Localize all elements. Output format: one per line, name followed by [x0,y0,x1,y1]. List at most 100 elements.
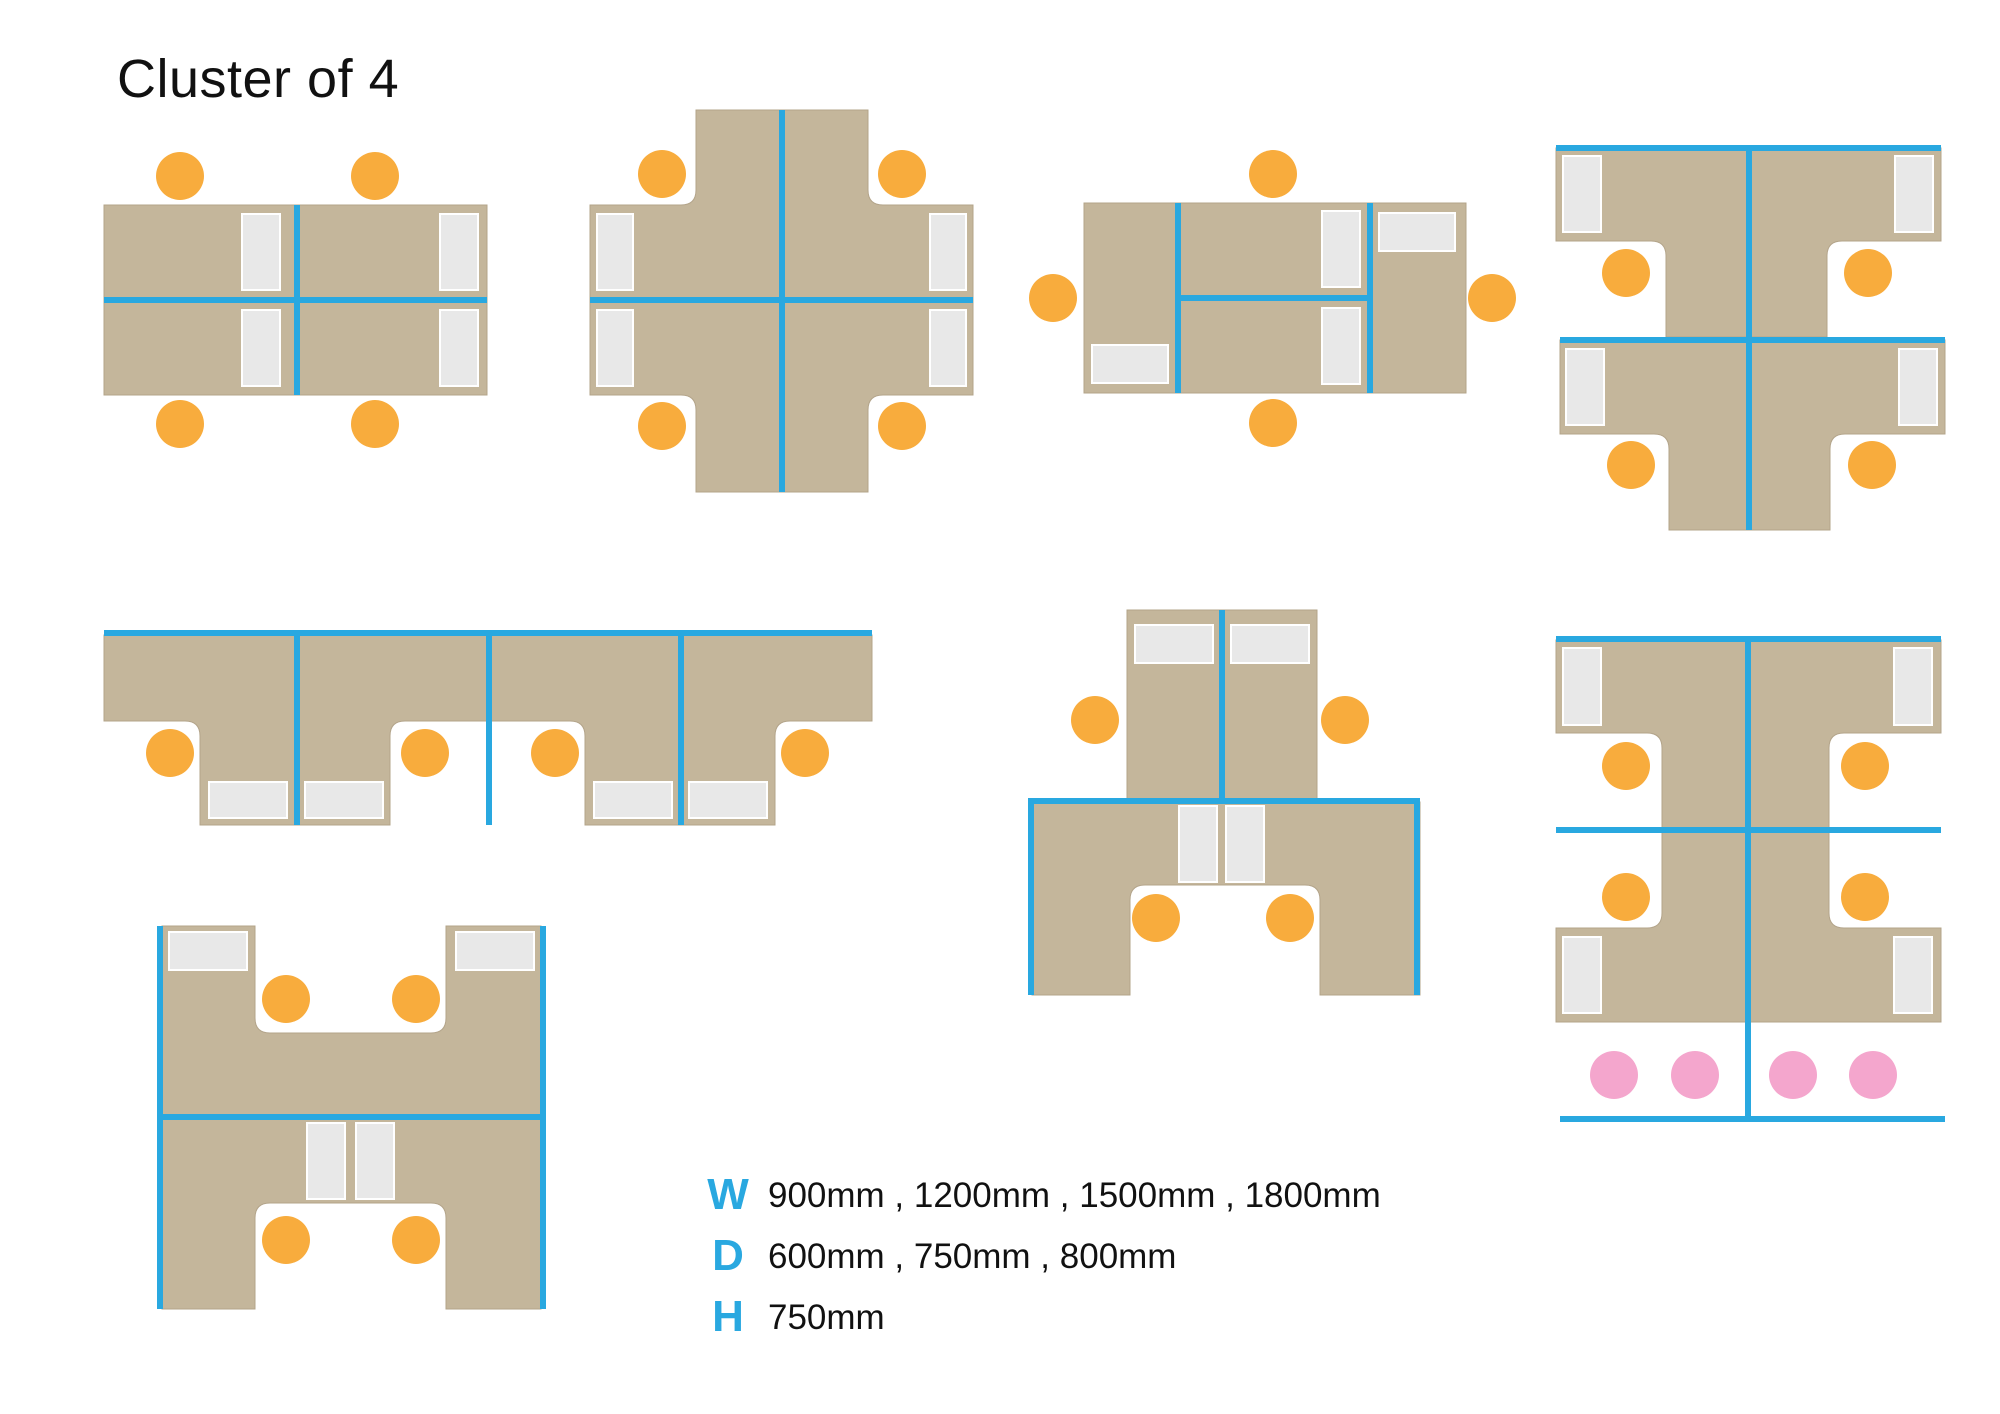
storage-unit [168,931,248,971]
storage-unit [1321,307,1361,385]
chair [392,975,440,1023]
dimension-letter: H [712,1292,744,1341]
storage-unit [929,309,967,387]
chair [1132,894,1180,942]
chair [1029,274,1077,322]
chair [531,729,579,777]
chair [781,729,829,777]
storage-unit [355,1122,395,1200]
storage-unit [929,213,967,291]
partition-panel [1028,798,1034,995]
layout-double-t-workstation [1555,145,1946,531]
chair [638,150,686,198]
storage-unit [1893,936,1933,1014]
partition-panel [678,630,684,825]
storage-unit [1178,805,1218,883]
chair [1266,894,1314,942]
storage-unit [1321,210,1361,288]
chair [351,152,399,200]
stool [1590,1051,1638,1099]
partition-panel [486,630,492,825]
layout-four-desk-block [103,152,488,448]
dimension-value: 600mm , 750mm , 800mm [768,1237,1177,1276]
desk-surface [161,925,542,1118]
storage-unit [1562,155,1602,233]
chair [1848,441,1896,489]
storage-unit [596,213,634,291]
chair [1071,696,1119,744]
storage-unit [1894,155,1934,233]
chair [392,1216,440,1264]
page-title: Cluster of 4 [117,49,400,109]
storage-unit [1562,936,1602,1014]
dimension-value: 750mm [768,1298,885,1337]
dimension-value: 900mm , 1200mm , 1500mm , 1800mm [768,1176,1381,1215]
chair [878,402,926,450]
chair [1841,873,1889,921]
layout-linear-l-workstation [103,630,873,826]
desk-surface [1559,339,1946,531]
storage-unit [1378,212,1456,252]
storage-unit [304,781,384,819]
partition-panel [1745,636,1751,1122]
chair [146,729,194,777]
storage-unit [241,213,281,291]
layout-double-u-workstation [157,925,546,1310]
partition-panel [1746,145,1752,530]
storage-unit [688,781,768,819]
storage-unit [1091,344,1169,384]
chair [1841,742,1889,790]
partition-panel [590,297,973,303]
chair [878,150,926,198]
partition-panel [104,297,487,303]
storage-unit [1565,348,1605,426]
dimension-letter: D [712,1231,744,1280]
storage-unit [1898,348,1938,426]
storage-unit [306,1122,346,1200]
storage-unit [455,931,535,971]
partition-panel [157,1114,546,1120]
chair [1844,249,1892,297]
partition-panel [1175,295,1373,301]
layout-pinwheel-workstation [1029,150,1516,447]
partition-panel [1560,1116,1945,1122]
stool [1769,1051,1817,1099]
stool [1671,1051,1719,1099]
storage-unit [1225,805,1265,883]
layout-u-with-pair-workstation [1028,609,1421,996]
storage-unit [1562,647,1602,726]
chair [351,400,399,448]
dimension-letter: W [707,1170,749,1219]
storage-unit [593,781,673,819]
storage-unit [241,309,281,387]
layout-double-t-with-stools [1555,636,1945,1122]
chair [1607,441,1655,489]
desk-surface [161,1116,542,1310]
chair [262,1216,310,1264]
stool [1849,1051,1897,1099]
chair [1468,274,1516,322]
chair [262,975,310,1023]
chair [1602,742,1650,790]
chair [1602,873,1650,921]
chair [1249,150,1297,198]
partition-panel [1560,337,1945,343]
desk-surface [1031,801,1421,996]
storage-unit [208,781,288,819]
chair [156,152,204,200]
storage-unit [439,309,479,387]
partition-panel [1028,798,1420,804]
chair [1249,399,1297,447]
chair [1602,249,1650,297]
chair [156,400,204,448]
partition-panel [1219,610,1225,802]
storage-unit [1230,624,1310,664]
partition-panel [294,630,300,825]
storage-unit [1893,647,1933,726]
chair [401,729,449,777]
chair [638,402,686,450]
storage-unit [439,213,479,291]
partition-panel [1414,798,1420,995]
layout-cross-workstation [589,109,974,493]
